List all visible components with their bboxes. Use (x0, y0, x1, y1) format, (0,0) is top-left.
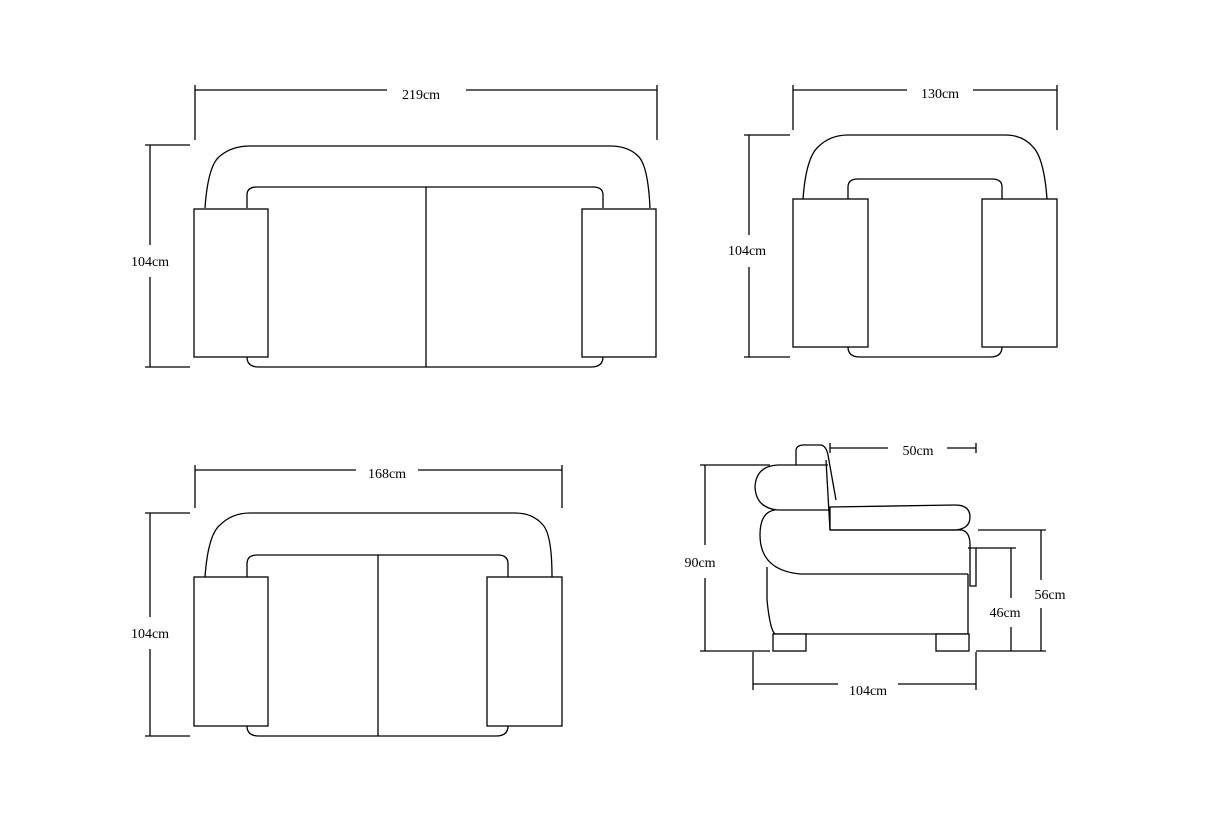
seat-depth-dimension: 50cm (829, 443, 977, 459)
two-seater-depth-label: 104cm (131, 627, 169, 642)
two-seater-width-dimension: 168cm (194, 465, 563, 508)
two-seater-top-view: 168cm 104cm (131, 465, 563, 737)
three-seater-outline (193, 145, 657, 368)
total-depth-dimension: 104cm (752, 652, 977, 699)
three-seater-top-view: 219cm 104cm (131, 85, 658, 368)
three-seater-width-dimension: 219cm (194, 85, 658, 140)
two-seater-width-label: 168cm (368, 467, 406, 482)
armchair-depth-dimension: 104cm (728, 134, 790, 358)
front-leg (935, 633, 970, 652)
side-profile-outline (754, 444, 977, 652)
total-depth-label: 104cm (849, 684, 887, 699)
two-seater-right-arm (486, 576, 563, 727)
total-height-label: 90cm (684, 556, 715, 571)
three-seater-right-arm (581, 208, 657, 358)
armchair-outline (792, 134, 1058, 358)
armchair-width-dimension: 130cm (792, 85, 1058, 130)
total-height-dimension: 90cm (684, 464, 770, 652)
seat-height-label: 46cm (989, 606, 1020, 621)
two-seater-depth-dimension: 104cm (131, 512, 190, 737)
three-seater-width-label: 219cm (402, 88, 440, 103)
three-seater-left-arm (193, 208, 269, 358)
arm-height-label: 56cm (1034, 588, 1065, 603)
armchair-top-view: 130cm 104cm (728, 85, 1058, 358)
armchair-depth-label: 104cm (728, 244, 766, 259)
back-leg (772, 633, 807, 652)
armchair-right-arm (981, 198, 1058, 348)
seat-height-dimension: 46cm (976, 547, 1046, 652)
side-profile-view: 50cm 90cm 56cm 46cm 104cm (684, 443, 1066, 699)
seat-depth-label: 50cm (902, 444, 933, 459)
armchair-left-arm (792, 198, 869, 348)
armchair-width-label: 130cm (921, 87, 959, 102)
arm-height-dimension: 56cm (978, 529, 1066, 651)
two-seater-outline (193, 512, 563, 737)
three-seater-depth-label: 104cm (131, 255, 169, 270)
two-seater-left-arm (193, 576, 269, 727)
three-seater-depth-dimension: 104cm (131, 144, 190, 368)
